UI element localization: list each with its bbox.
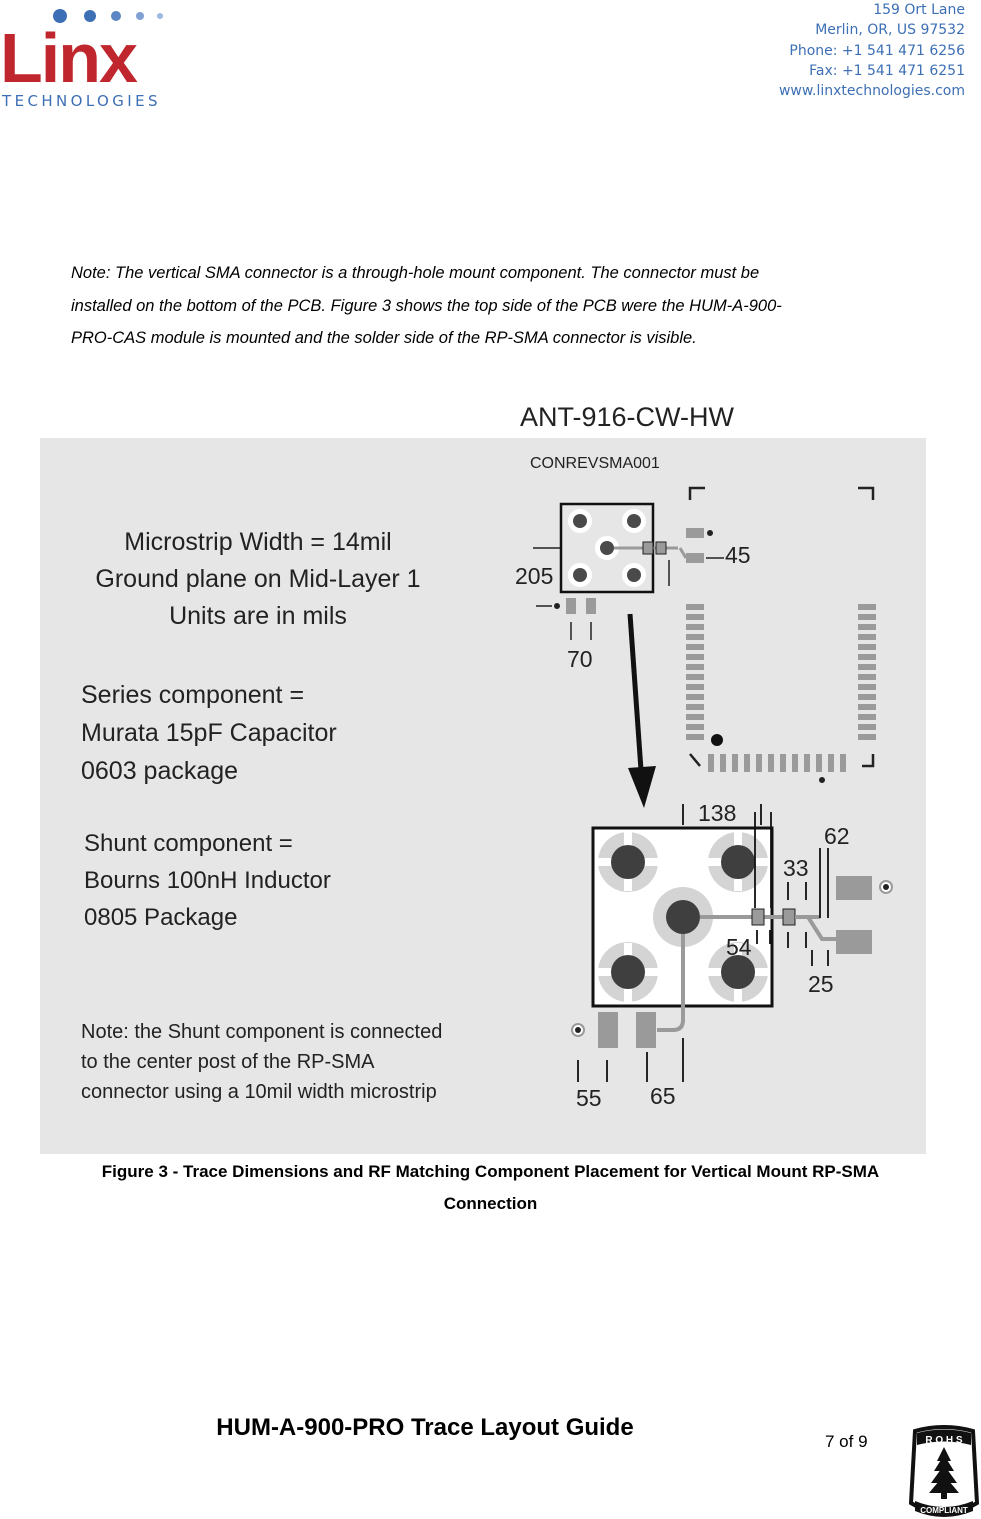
shunt-component-text: Shunt component = Bourns 100nH Inductor … xyxy=(84,830,331,931)
dimension-54: 54 xyxy=(726,934,752,960)
note-line: installed on the bottom of the PCB. Figu… xyxy=(71,296,782,315)
svg-text:Ground plane on Mid-Layer 1: Ground plane on Mid-Layer 1 xyxy=(95,565,420,593)
linx-logo: Linx TECHNOLOGIES xyxy=(0,0,185,112)
series-component-text: Series component = Murata 15pF Capacitor… xyxy=(81,681,337,785)
svg-text:to the center post of the RP-S: to the center post of the RP-SMA xyxy=(81,1051,375,1073)
address-website[interactable]: www.linxtechnologies.com xyxy=(778,83,965,100)
connector-label: CONREVSMA001 xyxy=(530,455,660,472)
svg-text:Microstrip Width = 14mil: Microstrip Width = 14mil xyxy=(124,528,391,556)
note-paragraph: Note: The vertical SMA connector is a th… xyxy=(71,257,971,355)
svg-text:0603 package: 0603 package xyxy=(81,757,238,785)
company-address: 159 Ort Lane Merlin, OR, US 97532 Phone:… xyxy=(779,0,965,101)
dimension-65: 65 xyxy=(650,1083,676,1109)
logo-subtext: TECHNOLOGIES xyxy=(1,92,161,110)
rohs-label: R O H S xyxy=(925,1435,963,1446)
page-number: 7 of 9 xyxy=(825,1432,868,1451)
svg-text:Murata 15pF Capacitor: Murata 15pF Capacitor xyxy=(81,719,337,747)
logo-wordmark: Linx xyxy=(0,19,138,97)
address-phone: Phone: +1 541 471 6256 xyxy=(789,42,965,59)
tree-icon xyxy=(929,1447,959,1499)
note-line: Note: The vertical SMA connector is a th… xyxy=(71,264,760,282)
address-street: 159 Ort Lane xyxy=(873,2,965,18)
figure-caption: Figure 3 - Trace Dimensions and RF Match… xyxy=(0,1156,981,1220)
dimension-62: 62 xyxy=(824,823,850,849)
shunt-note-text: Note: the Shunt component is connected t… xyxy=(81,1021,442,1103)
dimension-70: 70 xyxy=(567,646,593,672)
microstrip-text: Microstrip Width = 14mil Ground plane on… xyxy=(95,528,420,630)
svg-text:Shunt component =: Shunt component = xyxy=(84,830,293,857)
arrow xyxy=(627,613,656,808)
svg-text:Note: the Shunt component is c: Note: the Shunt component is connected xyxy=(81,1021,442,1043)
dimension-205: 205 xyxy=(515,563,553,589)
caption-line-2: Connection xyxy=(443,1194,538,1213)
diagram-panel xyxy=(40,438,926,1154)
figure-3-diagram: ANT-916-CW-HW CONREVSMA001 Microstrip Wi… xyxy=(0,388,981,1158)
antenna-label: ANT-916-CW-HW xyxy=(520,402,735,432)
compliant-label: COMPLIANT xyxy=(920,1506,968,1515)
logo-dots xyxy=(53,9,163,23)
dimension-25: 25 xyxy=(808,971,834,997)
dimension-45: 45 xyxy=(725,542,751,568)
address-city: Merlin, OR, US 97532 xyxy=(815,22,965,39)
svg-text:Series component =: Series component = xyxy=(81,681,304,709)
svg-text:connector using a 10mil width: connector using a 10mil width microstrip xyxy=(81,1081,437,1103)
rohs-compliant-badge: R O H S COMPLIANT xyxy=(907,1425,981,1519)
caption-line-1: Figure 3 - Trace Dimensions and RF Match… xyxy=(101,1162,880,1181)
address-fax: Fax: +1 541 471 6251 xyxy=(809,62,965,79)
note-line: PRO-CAS module is mounted and the solder… xyxy=(71,329,697,347)
large-connector-dimensions: 138 62 33 54 25 55 65 xyxy=(576,800,850,1111)
dimension-33: 33 xyxy=(783,855,809,881)
large-connector-footprint xyxy=(571,804,893,1082)
document-title: HUM-A-900-PRO Trace Layout Guide xyxy=(216,1414,634,1441)
dimension-138: 138 xyxy=(698,800,736,826)
small-connector-footprint xyxy=(533,502,724,640)
module-footprint xyxy=(686,486,876,783)
svg-text:Units are in mils: Units are in mils xyxy=(169,602,347,630)
dimension-55: 55 xyxy=(576,1085,602,1111)
svg-text:Bourns 100nH Inductor: Bourns 100nH Inductor xyxy=(84,867,331,894)
svg-text:0805 Package: 0805 Package xyxy=(84,904,237,931)
